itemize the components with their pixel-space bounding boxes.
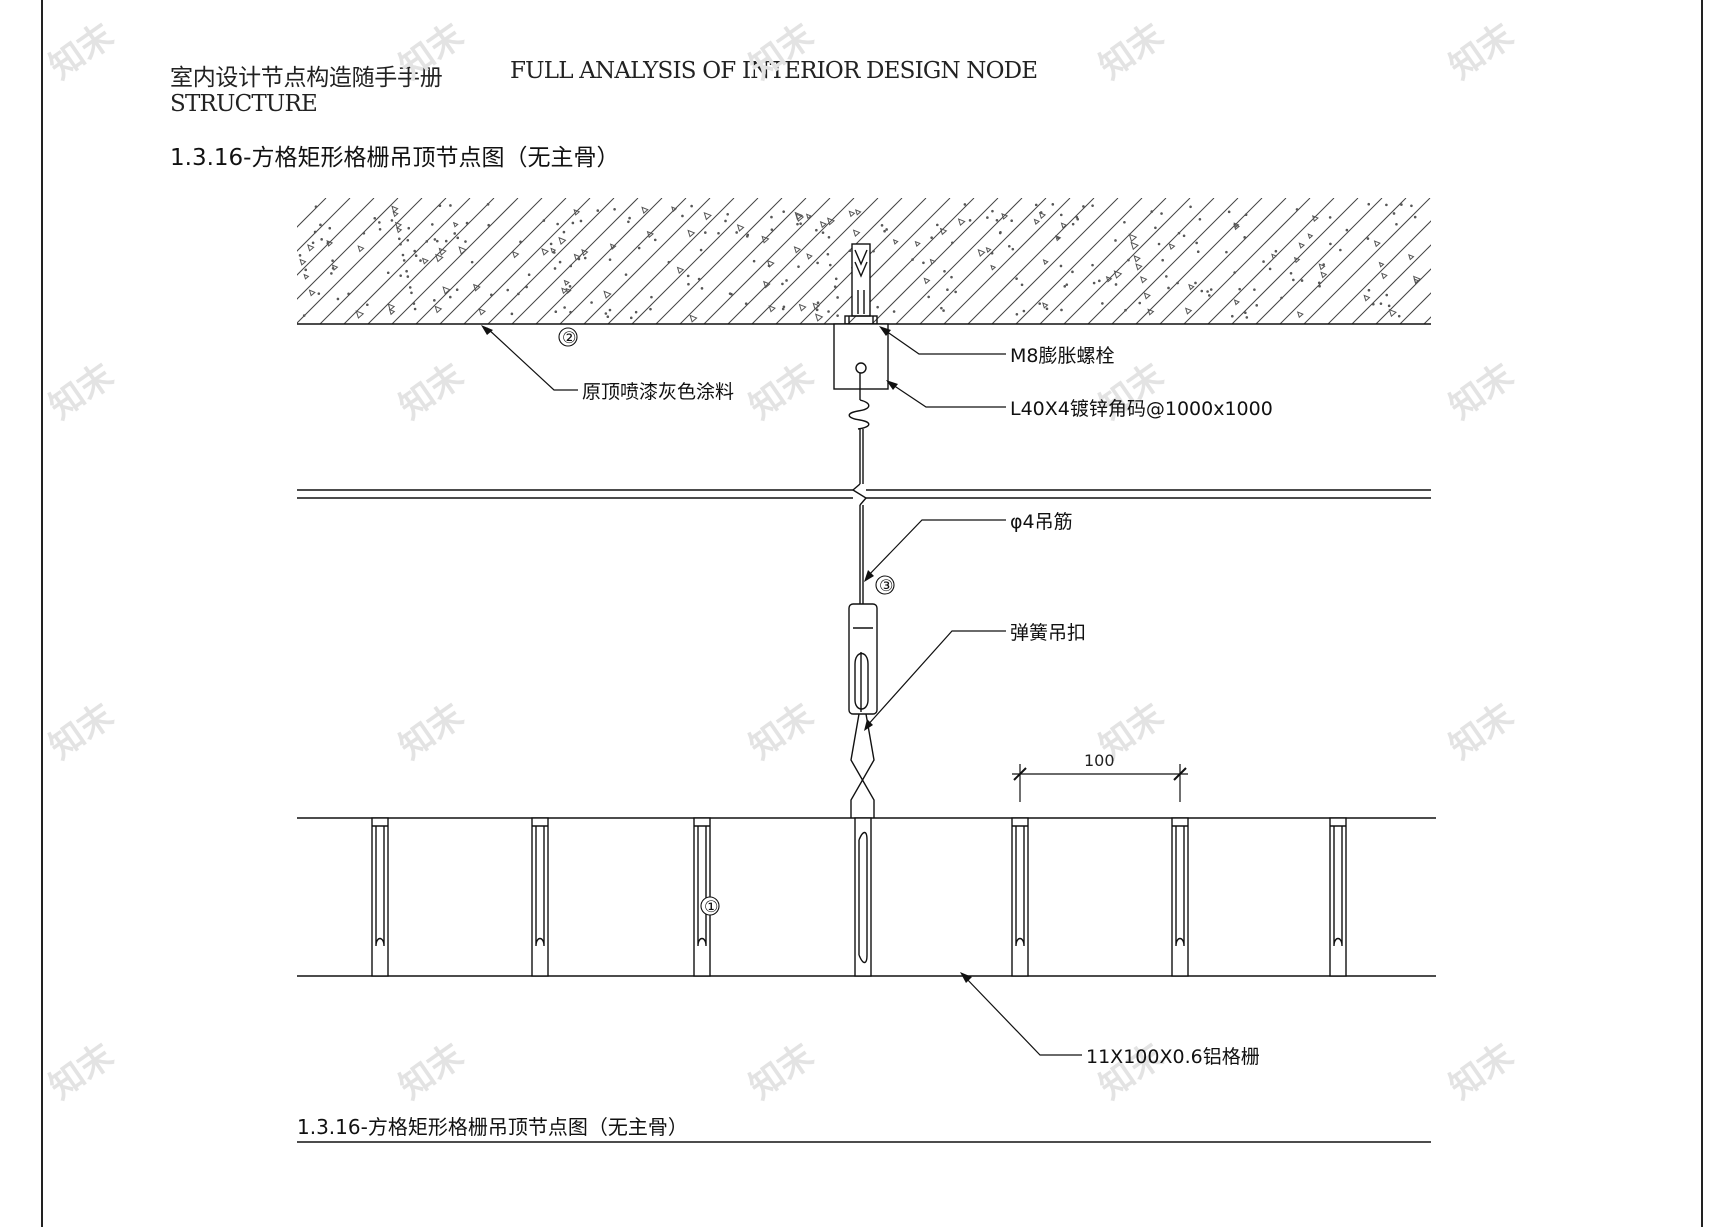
svg-text:知末: 知末 xyxy=(42,356,121,428)
angle-bracket-icon xyxy=(833,323,889,390)
hanger-rod xyxy=(848,373,870,604)
svg-text:知末: 知末 xyxy=(742,696,821,768)
header-title-en: FULL ANALYSIS OF INTERIOR DESIGN NODE xyxy=(510,58,1038,84)
label-angle-bracket: L40X4镀锌角码@1000x1000 xyxy=(1010,398,1273,420)
marker-circles xyxy=(558,327,895,916)
svg-text:知末: 知末 xyxy=(742,1036,821,1108)
svg-text:知末: 知末 xyxy=(392,696,471,768)
expansion-bolt-icon xyxy=(844,243,878,325)
diagram-caption: 1.3.16-方格矩形格栅吊顶节点图（无主骨） xyxy=(297,1115,688,1139)
leader-arrowheads xyxy=(481,325,972,983)
label-spring-clip: 弹簧吊扣 xyxy=(1010,622,1086,644)
svg-text:知末: 知末 xyxy=(392,1036,471,1108)
svg-text:知末: 知末 xyxy=(742,16,821,88)
svg-text:知末: 知末 xyxy=(1442,356,1521,428)
watermark-layer: 知末知末知末知末知末知末知末知末知末知末知末知末知末知末知末知末知末知末知末知末 xyxy=(42,16,1521,1108)
label-expansion-bolt: M8膨胀螺栓 xyxy=(1010,345,1114,367)
label-ceiling-paint: 原顶喷漆灰色涂料 xyxy=(582,381,734,403)
svg-text:知末: 知末 xyxy=(392,356,471,428)
svg-text:知末: 知末 xyxy=(1442,16,1521,88)
leader-lines xyxy=(486,327,1082,1056)
svg-text:知末: 知末 xyxy=(392,16,471,88)
marker-two: ② xyxy=(562,328,576,347)
aluminum-grille xyxy=(297,817,1436,977)
break-lines xyxy=(297,489,1431,499)
svg-text:知末: 知末 xyxy=(42,16,121,88)
label-hanger-rod: φ4吊筋 xyxy=(1010,511,1073,533)
svg-text:知末: 知末 xyxy=(1092,16,1171,88)
grille-hanger-insert xyxy=(854,817,872,977)
spring-clip-icon xyxy=(848,603,878,818)
marker-one: ① xyxy=(704,897,718,916)
svg-text:知末: 知末 xyxy=(742,356,821,428)
header-title-en-line2: STRUCTURE xyxy=(170,91,318,117)
frame-left-border xyxy=(41,0,43,1227)
dimension-line-100 xyxy=(1012,764,1188,802)
dimension-value: 100 xyxy=(1084,751,1115,770)
svg-text:知末: 知末 xyxy=(1442,1036,1521,1108)
header-title-cn: 室内设计节点构造随手手册 xyxy=(170,65,443,91)
svg-text:知末: 知末 xyxy=(42,1036,121,1108)
concrete-slab xyxy=(297,198,1431,325)
marker-three: ③ xyxy=(879,576,893,595)
svg-text:知末: 知末 xyxy=(42,696,121,768)
svg-text:知末: 知末 xyxy=(1442,696,1521,768)
frame-right-border xyxy=(1701,0,1703,1227)
label-aluminum-grille: 11X100X0.6铝格栅 xyxy=(1086,1046,1260,1068)
page-title: 1.3.16-方格矩形格栅吊顶节点图（无主骨） xyxy=(170,145,620,171)
